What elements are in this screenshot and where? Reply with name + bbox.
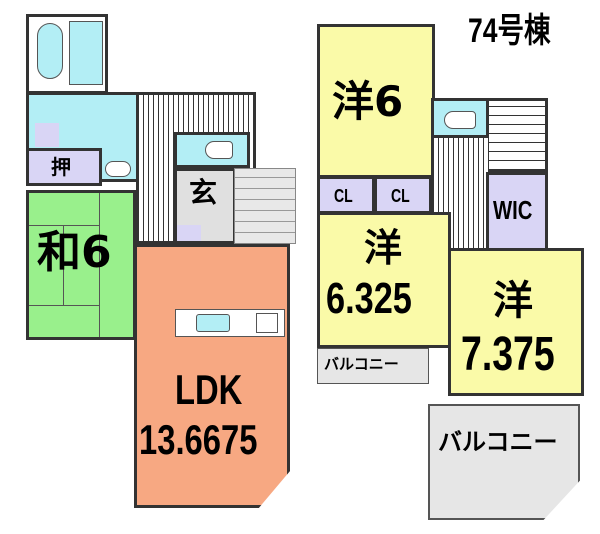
building-number-title: 74号棟 <box>468 12 551 50</box>
toilet-room-2f <box>431 98 489 138</box>
washbasin-icon <box>105 161 131 177</box>
stove-icon <box>256 313 278 333</box>
closet-1-label: CL <box>334 186 353 206</box>
tatami-line <box>99 193 100 337</box>
ldk-room: LDK 13.6675 <box>134 244 290 508</box>
oshiire-closet: 押 <box>26 148 102 186</box>
western-room-6325-name: 洋 <box>364 226 403 270</box>
closet-1: CL <box>317 176 375 214</box>
balcony-large: バルコニー <box>428 404 580 520</box>
toilet-icon <box>205 141 233 159</box>
ldk-size: 13.6675 <box>139 416 258 463</box>
tatami-line <box>29 225 99 226</box>
bathtub-icon <box>37 23 63 79</box>
western-room-6325: 洋 6.325 <box>317 212 451 348</box>
closet-2: CL <box>374 176 432 214</box>
balcony-large-label: バルコニー <box>438 428 558 456</box>
wic-label: WIC <box>493 195 533 225</box>
ldk-label: LDK <box>175 366 243 413</box>
genkan-entrance: 玄 <box>174 168 236 244</box>
western-room-6: 洋6 <box>317 24 435 178</box>
toilet-room <box>174 132 250 168</box>
shower-area <box>69 21 103 85</box>
staircase-2f <box>486 98 548 172</box>
storage-shelf <box>35 123 59 147</box>
toilet-icon <box>444 111 476 129</box>
balcony-small: バルコニー <box>317 348 429 384</box>
western-room-7375: 洋 7.375 <box>448 248 584 396</box>
genkan-label: 玄 <box>189 176 218 209</box>
closet-2-label: CL <box>391 186 410 206</box>
western-room-6-label: 洋6 <box>332 77 404 126</box>
oshiire-label: 押 <box>51 155 71 179</box>
washitsu-room: 和6 <box>26 190 136 340</box>
tatami-line <box>29 305 99 306</box>
western-room-7375-size: 7.375 <box>461 328 555 381</box>
walk-in-closet: WIC <box>486 172 548 252</box>
western-room-7375-name: 洋 <box>493 278 533 324</box>
kitchen-counter <box>175 309 285 337</box>
tatami-line <box>63 225 64 305</box>
bathroom <box>26 14 108 94</box>
sink-icon <box>196 314 230 332</box>
entrance-porch <box>234 168 296 244</box>
floor-1-plan: 押 和6 玄 LDK 13.6675 <box>26 14 296 508</box>
washitsu-label: 和6 <box>37 227 112 278</box>
balcony-small-label: バルコニー <box>324 355 399 373</box>
floor-2-plan: 洋6 CL CL WIC 洋 6.325 バルコニー 洋 7.375 バルコニー <box>300 0 600 534</box>
western-room-6325-size: 6.325 <box>326 274 412 323</box>
shoe-cabinet <box>177 225 201 241</box>
